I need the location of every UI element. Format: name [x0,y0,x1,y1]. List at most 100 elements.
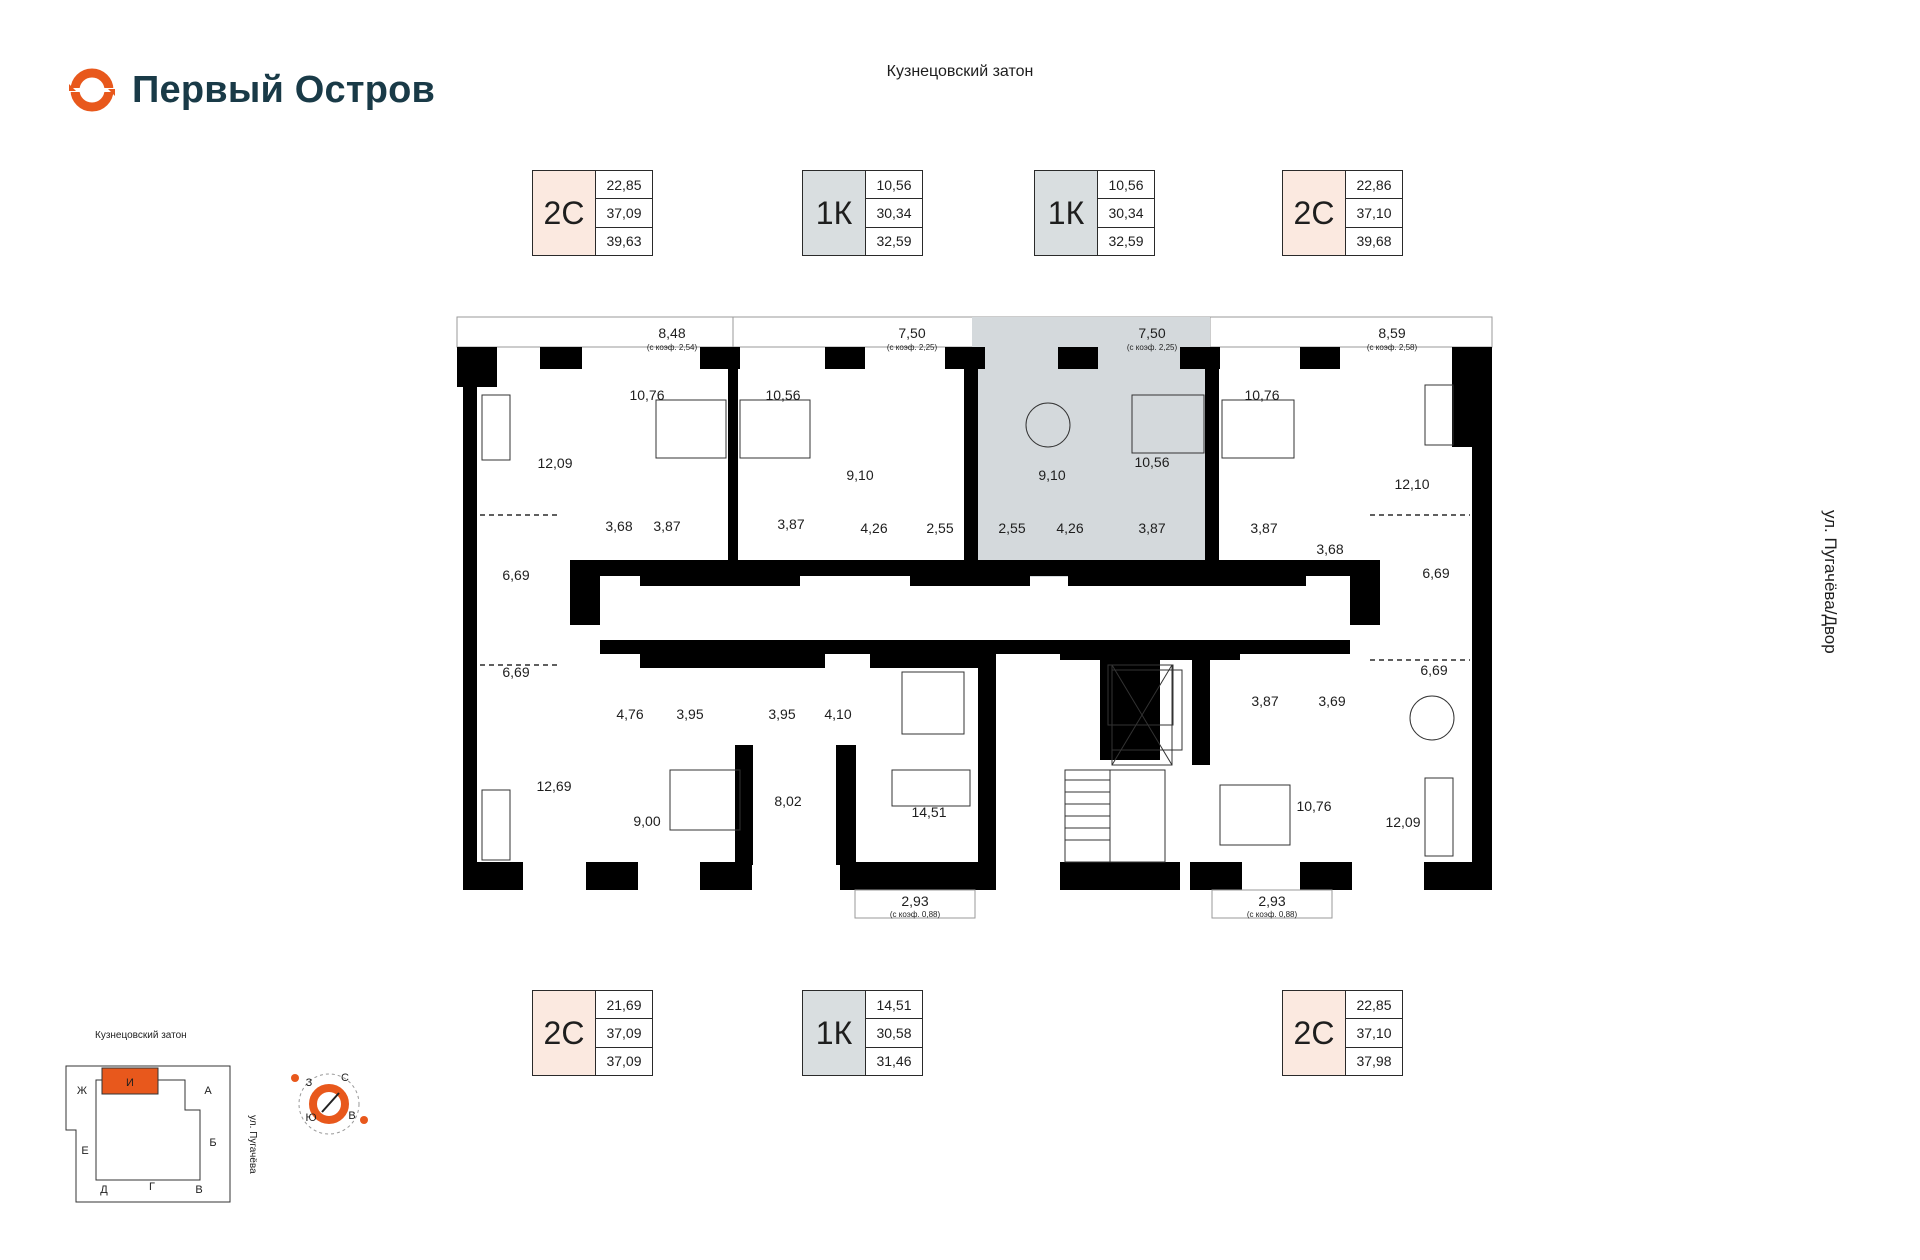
room-area: 10,56 [1134,454,1169,470]
room-area: 10,76 [629,387,664,403]
room-area: 2,55 [998,520,1025,536]
balcony-coef: (с коэф. 0,88) [890,910,941,919]
room-area: 2,55 [926,520,953,536]
section-label: Г [149,1181,155,1193]
room-labels: 12,09 10,76 3,68 3,87 6,69 10,56 3,87 9,… [502,387,1449,830]
total-area-with-balcony: 31,46 [876,1053,912,1070]
apartment-type: 2С [533,171,596,255]
brand-logo: Первый Остров [66,64,435,116]
room-area: 3,68 [605,518,632,534]
section-label: Б [209,1137,216,1149]
apartment-type: 2С [533,991,596,1075]
total-area-with-balcony: 37,09 [606,1053,642,1070]
total-area: 37,09 [596,1019,652,1048]
balcony-area: 8,48 [658,325,685,341]
living-area: 22,85 [596,171,652,200]
room-area: 6,69 [502,664,529,680]
furniture [481,384,1455,861]
compass-label: В [348,1110,355,1122]
elevator [1111,664,1173,766]
room-area: 3,87 [777,516,804,532]
section-label: Е [81,1145,88,1157]
balcony-area: 2,93 [1258,893,1285,909]
room-area: 4,26 [860,520,887,536]
total-area-with-balcony: 37,98 [1356,1053,1392,1070]
apartment-type: 2С [1283,171,1346,255]
section-label: И [126,1077,134,1089]
room-area: 10,76 [1296,798,1331,814]
balcony-coef: (с коэф. 0,88) [1247,910,1298,919]
balcony-strip-bottom [854,889,1333,919]
highlighted-section [101,1067,159,1095]
room-area: 12,10 [1394,476,1429,492]
total-area: 37,10 [1346,199,1402,228]
compass-label: С [341,1072,349,1084]
minimap-street-right: ул. Пугачёва [247,1115,258,1174]
living-area: 10,56 [866,171,922,200]
living-area: 21,69 [596,991,652,1020]
room-area: 14,51 [911,804,946,820]
room-area: 4,76 [616,706,643,722]
balcony-coef: (с коэф. 2,58) [1367,343,1418,352]
section-label: А [204,1085,212,1097]
compass-label: Ю [305,1112,316,1124]
total-area: 37,09 [596,199,652,228]
room-area: 12,09 [1385,814,1420,830]
balcony-coef: (с коэф. 2,25) [1127,343,1178,352]
room-area: 3,87 [653,518,680,534]
room-area: 3,68 [1316,541,1343,557]
apartment-type: 2С [1283,991,1346,1075]
room-area: 3,69 [1318,693,1345,709]
room-area: 9,10 [846,467,873,483]
total-area-with-balcony: 39,63 [606,233,642,250]
room-area: 12,09 [537,455,572,471]
room-area: 3,87 [1251,693,1278,709]
balcony-coef: (с коэф. 2,25) [887,343,938,352]
living-area: 10,56 [1098,171,1154,200]
balcony-area: 7,50 [898,325,925,341]
walls [457,347,1492,890]
brand-name: Первый Остров [132,68,436,111]
total-area: 30,34 [866,199,922,228]
room-area: 10,76 [1244,387,1279,403]
section-label: Д [100,1184,108,1196]
staircase [1064,769,1166,863]
total-area: 37,10 [1346,1019,1402,1048]
room-area: 3,95 [768,706,795,722]
room-area: 8,02 [774,793,801,809]
room-area: 10,56 [765,387,800,403]
ring-logo-icon [69,68,115,112]
compass-label: З [306,1077,313,1089]
total-area-with-balcony: 39,68 [1356,233,1392,250]
room-area: 3,87 [1250,520,1277,536]
site-minimap: Ж И А Е Б Д Г В [65,1065,231,1203]
room-area: 12,69 [536,778,571,794]
total-area: 30,34 [1098,199,1154,228]
total-area: 30,58 [866,1019,922,1048]
balcony-area: 8,59 [1378,325,1405,341]
total-area-with-balcony: 32,59 [876,233,912,250]
apartment-type: 1К [803,991,866,1075]
compass-icon: С З Ю В [291,1072,368,1135]
living-area: 22,86 [1346,171,1402,200]
balcony-coef: (с коэф. 2,54) [647,343,698,352]
room-area: 9,10 [1038,467,1065,483]
living-area: 22,85 [1346,991,1402,1020]
living-area: 14,51 [866,991,922,1020]
room-area: 3,95 [676,706,703,722]
minimap-street-top: Кузнецовский затон [95,1030,187,1041]
balcony-area: 2,93 [901,893,928,909]
room-area: 6,69 [502,567,529,583]
total-area-with-balcony: 32,59 [1108,233,1144,250]
apartment-type: 1К [1035,171,1098,255]
room-area: 3,87 [1138,520,1165,536]
room-area: 4,10 [824,706,851,722]
